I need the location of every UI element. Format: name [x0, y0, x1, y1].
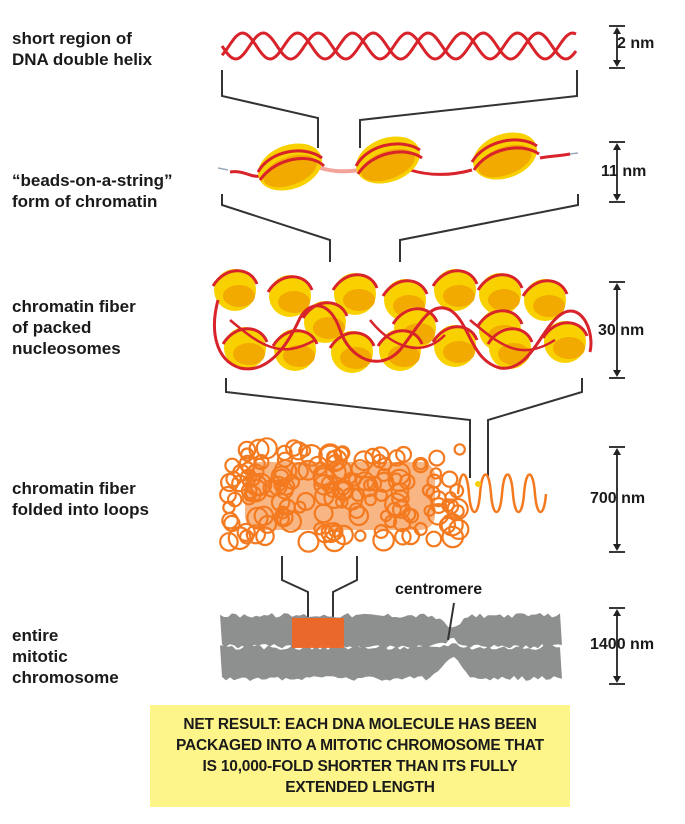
packed-nucleosome — [211, 269, 259, 311]
centromere-label: centromere — [395, 581, 483, 598]
nucleosome-bead — [470, 132, 540, 180]
label-chromatin-loops: chromatin fiber folded into loops — [12, 479, 149, 519]
scale-label-fiber: 30 nm — [598, 322, 645, 339]
zoom-lines-1 — [221, 70, 578, 148]
zoom-lines-3 — [225, 378, 583, 478]
scale-label-loops: 700 nm — [590, 490, 646, 507]
packed-nucleosome — [521, 279, 569, 321]
label-chromatin-fiber-30nm: chromatin fiber of packed nucleosomes — [12, 297, 136, 358]
nucleosome-bead — [256, 143, 326, 191]
fiber-strand — [213, 299, 593, 371]
chromatin-loops — [219, 437, 548, 553]
scale-bar — [609, 281, 625, 379]
packed-nucleosome — [266, 275, 314, 317]
chromatin-fiber-30nm — [211, 269, 593, 373]
scale-label-dna: 2 nm — [617, 35, 655, 52]
beads-on-a-string — [217, 132, 579, 191]
nucleosome-bead — [354, 136, 423, 184]
packed-nucleosome — [221, 327, 269, 369]
scale-label-chromosome: 1400 nm — [590, 636, 655, 653]
packed-nucleosome — [271, 329, 319, 371]
scale-bar — [609, 607, 625, 685]
scale-label-beads: 11 nm — [601, 163, 647, 180]
scale-bar — [609, 446, 625, 553]
net-result-line: NET RESULT: EACH DNA MOLECULE HAS BEEN — [183, 716, 537, 733]
packed-nucleosome — [476, 273, 524, 315]
dna-double-helix — [220, 31, 578, 61]
net-result-box: NET RESULT: EACH DNA MOLECULE HAS BEEN P… — [150, 705, 570, 807]
net-result-line: EXTENDED LENGTH — [285, 779, 435, 796]
net-result-line: PACKAGED INTO A MITOTIC CHROMOSOME THAT — [176, 737, 544, 754]
packed-nucleosome — [431, 269, 479, 311]
label-beads-on-a-string: “beads-on-a-string” form of chromatin — [12, 171, 173, 211]
label-dna-double-helix: short region of DNA double helix — [12, 29, 153, 69]
scale-bars — [609, 25, 625, 685]
scale-bar — [609, 25, 625, 69]
zoom-lines-2 — [221, 194, 579, 262]
label-mitotic-chromosome: entire mitotic chromosome — [12, 626, 119, 687]
net-result-line: IS 10,000-FOLD SHORTER THAN ITS FULLY — [202, 758, 518, 775]
packed-nucleosome — [431, 325, 479, 367]
packed-nucleosome — [541, 321, 589, 363]
mitotic-chromosome — [220, 602, 562, 681]
scale-bar — [609, 141, 625, 203]
zoom-lines-4 — [281, 556, 358, 622]
packed-nucleosome — [331, 273, 379, 315]
